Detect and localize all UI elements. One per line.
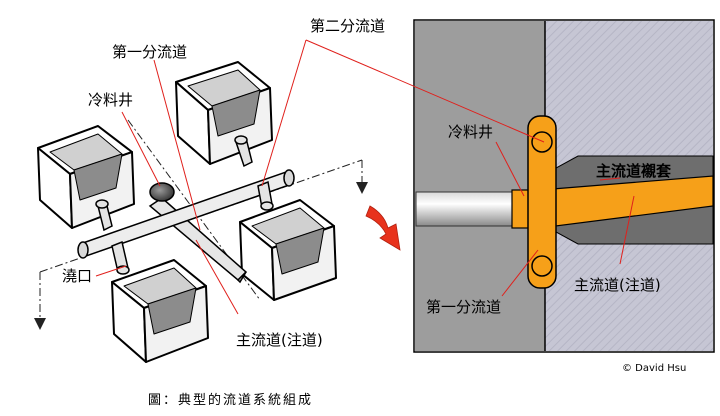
label-first-runner: 第一分流道 xyxy=(112,43,187,61)
cold-well-circle-top xyxy=(531,131,553,153)
mold-plate-left xyxy=(415,21,545,351)
cavity-block-bottom-left xyxy=(111,259,209,363)
cold-well-oval xyxy=(149,182,175,202)
center-line-arrows xyxy=(34,182,368,330)
label-cold-well-right: 冷料井 xyxy=(448,123,493,141)
label-first-runner-right: 第一分流道 xyxy=(426,298,501,316)
cavity-block-top-left xyxy=(37,125,135,229)
labels: 第一分流道 第二分流道 冷料井 澆口 主流道(注道) 冷料井 主流道襯套 主流道… xyxy=(62,17,686,408)
center-lines xyxy=(39,119,363,318)
label-gate: 澆口 xyxy=(62,267,92,285)
credit-text: © David Hsu xyxy=(622,363,686,374)
transition-arrow xyxy=(365,205,401,251)
label-cold-well: 冷料井 xyxy=(88,91,133,109)
second-runners xyxy=(95,135,274,275)
label-sprue-right: 主流道(注道) xyxy=(574,276,661,294)
ejector-pin xyxy=(415,191,515,227)
cold-well-circle-bottom xyxy=(531,255,553,277)
label-sprue-bushing: 主流道襯套 xyxy=(596,162,672,180)
cavity-block-top-right xyxy=(175,61,273,165)
leader-lines xyxy=(95,39,635,315)
label-sprue: 主流道(注道) xyxy=(236,331,323,349)
figure-caption: 圖：典型的流道系統組成 xyxy=(148,392,313,408)
cavity-block-bottom-right xyxy=(239,199,337,301)
runner-cross-section xyxy=(413,19,715,353)
first-runner-bar xyxy=(77,169,295,259)
runner-system-isometric xyxy=(34,61,368,363)
first-runner-section xyxy=(527,115,557,289)
label-second-runner: 第二分流道 xyxy=(310,17,385,35)
